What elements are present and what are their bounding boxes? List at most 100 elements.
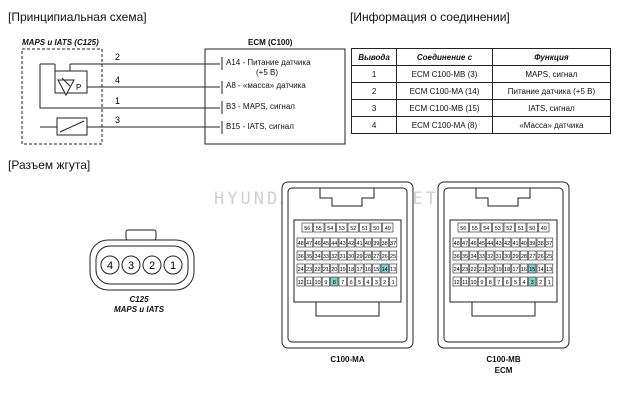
ecm-pin-number: 46 <box>314 241 320 247</box>
ecm-pin <box>355 237 364 248</box>
pressure-sensor-symbol <box>54 70 88 94</box>
ecm-pin <box>380 237 389 248</box>
ecm-pin <box>389 263 398 274</box>
ecm-pin <box>536 263 545 274</box>
ecm-pin <box>305 276 314 287</box>
ecm-pin <box>536 237 545 248</box>
c125-pin-number: 3 <box>128 260 134 272</box>
ecm-pin <box>494 250 503 261</box>
ecm-pin-number: 23 <box>462 267 468 273</box>
ecm-pin-number: 22 <box>314 267 320 273</box>
col-function-header: Функция <box>491 48 612 66</box>
ecm-pin <box>486 237 495 248</box>
ecm-pin-number: 26 <box>382 254 388 260</box>
ecm-pin <box>347 250 356 261</box>
ecm-pin-number: 5 <box>358 280 361 286</box>
ecm-pin-number: 55 <box>472 226 478 232</box>
ecm-pin-number: 27 <box>529 254 535 260</box>
ecm-pin-b15: B15 - IATS, сигнал <box>226 122 294 131</box>
ecm-pin-number: 43 <box>496 241 502 247</box>
ecm-pin <box>519 276 528 287</box>
ecm-pin-number: 24 <box>454 267 460 273</box>
ecm-pin-number: 45 <box>479 241 485 247</box>
wire-number-3: 3 <box>115 115 120 125</box>
ecm-pin-number: 39 <box>529 241 535 247</box>
ecm-pin-number: 47 <box>462 241 468 247</box>
ecm-pin <box>457 222 469 233</box>
ecm-pin-number: 40 <box>365 241 371 247</box>
ecm-pin <box>486 263 495 274</box>
ecm-pin-a8: A8 - «масса» датчика <box>226 81 306 90</box>
c125-pin <box>142 255 162 275</box>
ecm-pin-number: 33 <box>323 254 329 260</box>
ecm-pin-number: 11 <box>306 280 312 286</box>
ecm-pin <box>380 263 389 274</box>
ecm-pin-number: 39 <box>373 241 379 247</box>
ecm-pin <box>355 250 364 261</box>
c125-pin-number: 2 <box>149 260 155 272</box>
ecm-outline <box>204 48 346 145</box>
ecm-pin-number: 13 <box>546 267 552 273</box>
ecm-pin <box>469 250 478 261</box>
ecm-pin-number: 50 <box>529 226 535 232</box>
ecm-pin-number: 46 <box>470 241 476 247</box>
ecm-pin-number: 33 <box>479 254 485 260</box>
c100-mb-sublabel: ECM <box>494 366 513 375</box>
ecm-pin <box>336 222 348 233</box>
ecm-pin-number: 14 <box>538 267 544 273</box>
ecm-pin <box>492 222 504 233</box>
ecm-pin <box>338 237 347 248</box>
ecm-pin <box>519 263 528 274</box>
ecm-pin-number: 1 <box>392 280 395 286</box>
c100-mb-label: C100-MB <box>486 355 521 364</box>
sensor-outline <box>21 48 103 145</box>
ecm-pin <box>511 237 520 248</box>
ecm-pin <box>536 250 545 261</box>
ecm-pin <box>519 237 528 248</box>
ecm-pin-number: 24 <box>298 267 304 273</box>
ecm-pin <box>469 276 478 287</box>
ecm-pin-number: 7 <box>497 280 500 286</box>
ecm-pin-number: 16 <box>365 267 371 273</box>
ecm-pin-a14: A14 - Питание датчика (+5 В) <box>226 58 311 77</box>
wire-number-4: 4 <box>115 75 120 85</box>
ecm-pin-number: 52 <box>506 226 512 232</box>
ecm-pin-number: 22 <box>470 267 476 273</box>
ecm-pin <box>313 263 322 274</box>
ecm-pin <box>359 222 371 233</box>
connection-info-title: [Информация о соединении] <box>350 10 510 24</box>
ecm-pin <box>321 250 330 261</box>
ecm-pin <box>486 276 495 287</box>
harness-connector-title: [Разъем жгута] <box>8 158 91 172</box>
ecm-pin-number: 25 <box>390 254 396 260</box>
c125-sublabel: MAPS и IATS <box>113 305 165 314</box>
ecm-pin <box>477 276 486 287</box>
ecm-pin <box>313 237 322 248</box>
ecm-pin <box>469 237 478 248</box>
ecm-pin-number: 9 <box>324 280 327 286</box>
ecm-pin-number: 6 <box>350 280 353 286</box>
ecm-pin <box>503 276 512 287</box>
ecm-pin-number: 21 <box>479 267 485 273</box>
ecm-pin <box>494 263 503 274</box>
ecm-pin <box>515 222 527 233</box>
ecm-pin-number: 21 <box>323 267 329 273</box>
ecm-pin <box>503 263 512 274</box>
ecm-pin-number: 10 <box>314 280 320 286</box>
ecm-pin-number: 29 <box>512 254 518 260</box>
ecm-pin <box>370 222 382 233</box>
ecm-pin <box>338 263 347 274</box>
ecm-pin <box>330 250 339 261</box>
ecm-pin <box>503 222 515 233</box>
ecm-pin-number: 49 <box>541 226 547 232</box>
ecm-pin-number: 37 <box>546 241 552 247</box>
ecm-pin-number: 54 <box>483 226 489 232</box>
c125-pin <box>163 255 183 275</box>
ecm-pin <box>511 263 520 274</box>
ecm-pin <box>477 263 486 274</box>
ecm-pin-number: 44 <box>331 241 337 247</box>
